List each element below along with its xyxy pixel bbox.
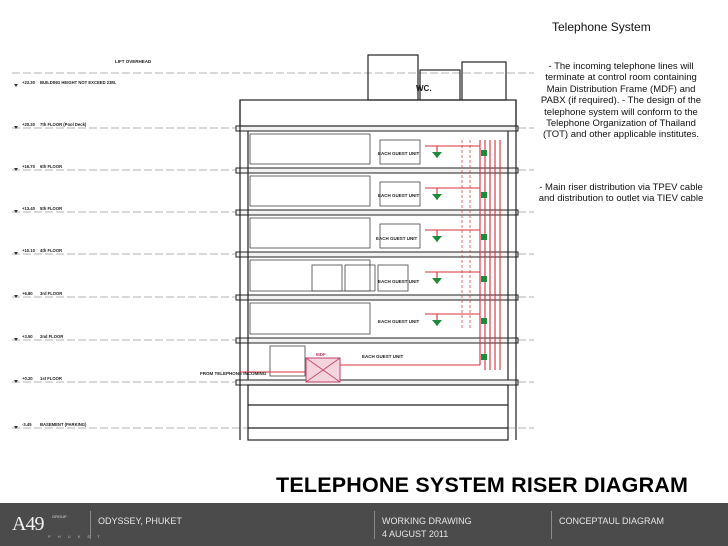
telephone-risers bbox=[340, 140, 501, 370]
level-label: 4th FLOOR bbox=[40, 248, 62, 253]
level-label: +10.10 bbox=[22, 248, 36, 253]
logo-sub: GROUP bbox=[52, 514, 67, 519]
unit-label: EACH GUEST UNIT bbox=[378, 279, 420, 284]
footer-divider bbox=[551, 511, 552, 539]
floor-slabs bbox=[235, 125, 519, 386]
level-label: +16.70 bbox=[22, 164, 36, 169]
level-label: +6.80 bbox=[22, 291, 33, 296]
unit-label: EACH GUEST UNIT bbox=[378, 319, 420, 324]
walls bbox=[239, 54, 517, 441]
unit-label: EACH GUEST UNIT bbox=[378, 151, 420, 156]
logo-location: P H U K E T bbox=[48, 534, 103, 539]
lift-label: LIFT OVERHEAD bbox=[115, 59, 152, 64]
drawing-stage: CONCEPTAUL DIAGRAM bbox=[559, 516, 665, 526]
level-label: +20.20 bbox=[22, 122, 36, 127]
level-labels: +23.30 BUILDING HEIGHT NOT EXCEED 23M. +… bbox=[22, 80, 116, 427]
level-label: +23.30 bbox=[22, 80, 36, 85]
wc-label: WC. bbox=[416, 84, 432, 93]
level-label: +0.20 bbox=[22, 376, 33, 381]
a49-logo: A49 bbox=[12, 513, 44, 535]
mdf-box bbox=[305, 357, 341, 383]
footer-bar: A49 GROUP P H U K E T ODYSSEY, PHUKET WO… bbox=[0, 503, 728, 546]
level-label: 5th FLOOR bbox=[40, 206, 62, 211]
project-name: ODYSSEY, PHUKET bbox=[98, 516, 182, 526]
level-label: -3.45 bbox=[22, 422, 32, 427]
level-label: 3rd FLOOR bbox=[40, 291, 62, 296]
unit-label: EACH GUEST UNIT bbox=[376, 236, 418, 241]
riser-dashed bbox=[461, 140, 471, 330]
mdf-label: MDF bbox=[316, 352, 326, 357]
incoming-label: FROM TELEPHONE INCOMING bbox=[200, 371, 267, 376]
level-label: 1st FLOOR bbox=[40, 376, 62, 381]
footer-divider bbox=[90, 511, 91, 539]
drawing-date: 4 AUGUST 2011 bbox=[382, 529, 449, 539]
telephone-note-2: - Main riser distribution via TPEV cable… bbox=[538, 182, 704, 205]
telephone-note-1: - The incoming telephone lines will term… bbox=[540, 61, 702, 141]
diagram-labels: LIFT OVERHEAD WC. EACH GUEST UNIT EACH G… bbox=[115, 59, 432, 376]
level-label: 6th FLOOR bbox=[40, 164, 62, 169]
level-label: +13.40 bbox=[22, 206, 36, 211]
drawing-status: WORKING DRAWING bbox=[382, 516, 472, 526]
footer-divider bbox=[374, 511, 375, 539]
level-label: 2nd FLOOR bbox=[40, 334, 63, 339]
level-label: 7th FLOOR (Pool Deck) bbox=[40, 122, 87, 127]
rooms bbox=[249, 133, 421, 377]
level-label: BASEMENT (PARKING) bbox=[40, 422, 87, 427]
unit-label: EACH GUEST UNIT bbox=[378, 193, 420, 198]
outlet-symbols bbox=[432, 150, 487, 360]
level-label: +3.50 bbox=[22, 334, 33, 339]
level-markers bbox=[14, 84, 18, 429]
diagram-title: TELEPHONE SYSTEM RISER DIAGRAM bbox=[276, 473, 689, 497]
panel-title: Telephone System bbox=[552, 20, 651, 34]
level-label: BUILDING HEIGHT NOT EXCEED 23M. bbox=[40, 80, 116, 85]
unit-label: EACH GUEST UNIT bbox=[362, 354, 404, 359]
